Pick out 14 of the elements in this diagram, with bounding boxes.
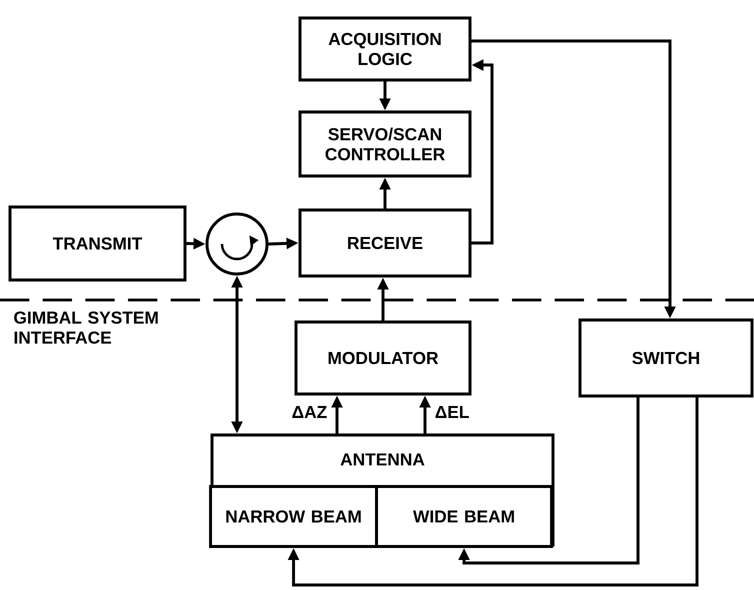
block-box: MODULATOR (294, 320, 472, 396)
edge-label: ΔAZ (292, 406, 327, 418)
block-box: SWITCH (578, 318, 754, 398)
circulator-circle (206, 212, 268, 276)
block-box: SERVO/SCAN CONTROLLER (298, 110, 472, 178)
beam-box: NARROW BEAM (209, 485, 378, 548)
interface-label: GIMBAL SYSTEM INTERFACE (14, 311, 158, 344)
block-box: ACQUISITION LOGIC (298, 16, 472, 82)
block-box: TRANSMIT (8, 206, 186, 282)
block-box: RECEIVE (298, 208, 472, 278)
beam-box: WIDE BEAM (375, 485, 553, 548)
arrow (458, 397, 640, 564)
edge-label: ΔEL (436, 406, 469, 418)
arrow (288, 397, 698, 586)
